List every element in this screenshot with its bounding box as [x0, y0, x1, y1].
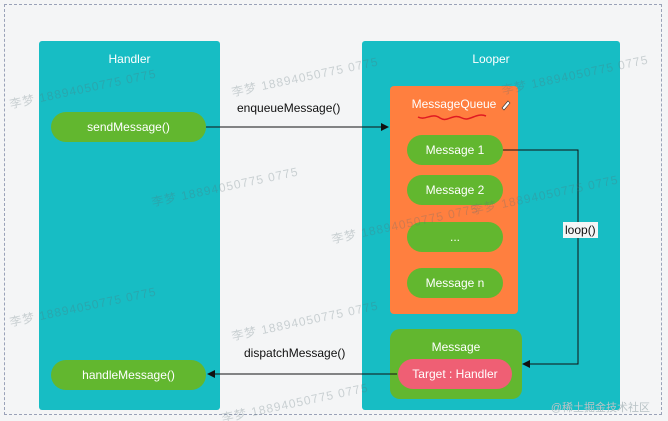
queue-item: Message n	[407, 268, 503, 298]
pencil-icon	[501, 100, 511, 111]
handle-message-pill: handleMessage()	[51, 360, 206, 390]
message-queue-title: MessageQueue	[411, 97, 497, 111]
looper-title: Looper	[472, 52, 510, 66]
frame-border	[4, 4, 662, 415]
dispatch-label: dispatchMessage()	[244, 346, 346, 360]
message-queue: MessageQueue Message 1 Message 2 ... Mes…	[390, 86, 518, 314]
handler-title: Handler	[108, 52, 151, 66]
send-message-pill: sendMessage()	[51, 112, 206, 142]
enqueue-label: enqueueMessage()	[237, 101, 341, 115]
queue-item: Message 1	[407, 135, 503, 165]
underline-scribble-icon	[417, 114, 487, 121]
queue-item: Message 2	[407, 175, 503, 205]
dispatched-message-box: Message Target : Handler	[390, 329, 522, 399]
source-watermark: @稀土掘金技术社区	[550, 402, 650, 414]
queue-item: ...	[407, 222, 503, 252]
loop-arrow	[503, 149, 579, 368]
handler-panel: Handler sendMessage() handleMessage()	[39, 41, 220, 410]
target-handler-pill: Target : Handler	[398, 359, 512, 389]
dispatched-message-title: Message	[431, 340, 481, 354]
loop-label: loop()	[563, 222, 598, 238]
